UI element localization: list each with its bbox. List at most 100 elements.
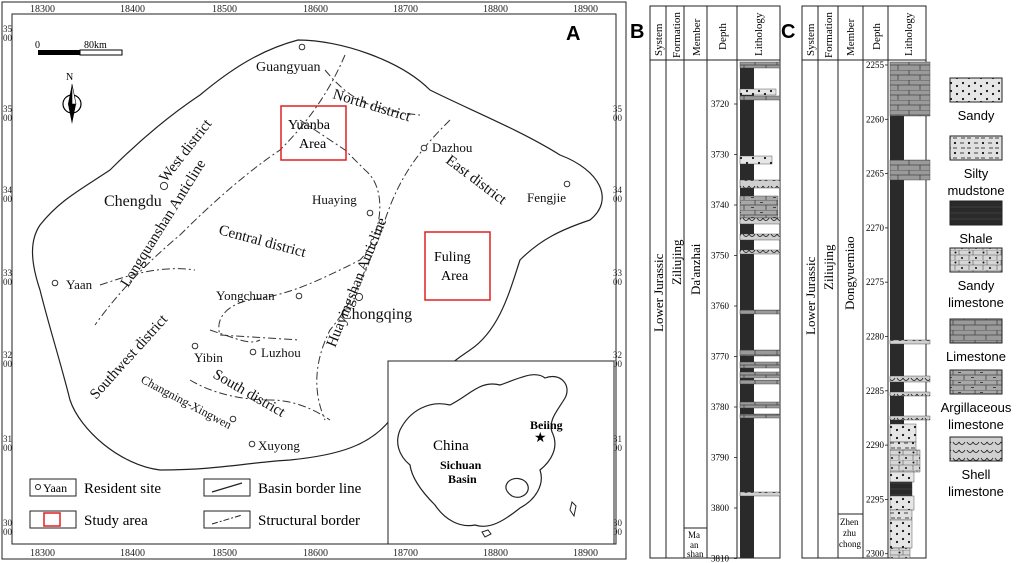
lithology-bed — [739, 217, 781, 225]
svg-text:Beiing: Beiing — [530, 418, 563, 432]
legend-yaan: Yaan — [43, 481, 67, 495]
lithology-bed — [889, 375, 931, 383]
legend-label: Sandy — [958, 108, 995, 123]
lithology-bed — [739, 61, 781, 69]
svg-text:Dongyuemiao: Dongyuemiao — [842, 236, 857, 310]
svg-text:Formation: Formation — [671, 12, 683, 58]
legend-label: Argillaceous — [941, 400, 1012, 415]
lithology-bed — [889, 481, 913, 497]
svg-text:China: China — [433, 438, 469, 454]
svg-text:Member: Member — [691, 18, 703, 56]
city-label: Huaying — [312, 192, 357, 207]
depth-tick-label: 2300 — [866, 549, 885, 559]
y-tick-label: 33 — [613, 268, 623, 278]
depth-tick-label: 2280 — [866, 332, 885, 342]
depth-tick-label: 2290 — [866, 440, 885, 450]
y-tick-label: 00 — [3, 277, 13, 287]
city-label: Guangyuan — [256, 60, 321, 75]
depth-tick-label: 2275 — [866, 277, 885, 287]
depth-tick-label: 3750 — [711, 251, 730, 261]
x-tick-label: 18800 — [483, 548, 508, 559]
y-tick-label: 35 — [613, 104, 623, 114]
svg-text:Member: Member — [845, 18, 857, 56]
x-tick-label: 18500 — [212, 548, 237, 559]
y-tick-label: 00 — [613, 527, 623, 537]
y-tick-label: 35 — [3, 24, 13, 34]
svg-text:N: N — [66, 72, 73, 83]
y-tick-label: 00 — [3, 359, 13, 369]
panel-b-column: B System Formation Member Depth Litholog… — [630, 5, 781, 563]
city-label: Yibin — [194, 350, 223, 365]
svg-text:Ma: Ma — [688, 530, 700, 540]
lithology-bed — [889, 159, 931, 181]
lithology-bed — [739, 233, 781, 241]
study-area-yuanba: Yuanba Area — [280, 105, 347, 161]
y-tick-label: 34 — [613, 185, 623, 195]
lithology-bed — [889, 495, 915, 511]
depth-tick-label: 3810 — [711, 554, 730, 563]
city-label: Luzhou — [261, 345, 301, 360]
legend-label: Silty — [964, 166, 989, 181]
svg-text:chong: chong — [839, 539, 861, 549]
lithology-bed — [889, 61, 931, 117]
map-legend: Yaan Resident site Study area Basin bord… — [29, 478, 362, 529]
svg-text:Basin: Basin — [448, 472, 477, 486]
svg-text:zhu: zhu — [843, 528, 856, 538]
svg-text:System: System — [805, 23, 817, 56]
city-label: Yaan — [66, 277, 93, 292]
depth-tick-label: 3790 — [711, 453, 730, 463]
y-tick-label: 33 — [3, 268, 13, 278]
lithology-bed — [739, 349, 781, 357]
depth-tick-label: 2270 — [866, 223, 885, 233]
legend-label: limestone — [948, 417, 1004, 432]
legend-label: limestone — [948, 295, 1004, 310]
legend-label: Sandy — [958, 278, 995, 293]
legend-swatch — [949, 247, 1003, 273]
x-tick-label: 18300 — [30, 548, 55, 559]
svg-text:Ziliujing: Ziliujing — [821, 244, 836, 290]
y-tick-label: 00 — [613, 359, 623, 369]
inset-china-map: ★ China Beiing Sichuan Basin — [387, 360, 615, 545]
legend-label: Shale — [959, 231, 992, 246]
city-marker — [249, 348, 257, 356]
y-tick-label: 00 — [613, 443, 623, 453]
svg-text:Da'anzhai: Da'anzhai — [688, 243, 703, 295]
depth-tick-label: 2265 — [866, 169, 885, 179]
lithology-bed — [889, 423, 917, 443]
svg-text:shan: shan — [687, 549, 704, 559]
legend-resident: Resident site — [84, 481, 161, 497]
legend-swatch — [949, 135, 1003, 161]
lithology-bed — [739, 371, 781, 379]
north-arrow-icon: N — [62, 72, 82, 124]
depth-tick-label: 2260 — [866, 114, 885, 124]
y-tick-label: 00 — [3, 113, 13, 123]
city-marker — [191, 342, 199, 350]
depth-tick-label: 3780 — [711, 402, 730, 412]
depth-tick-label: 3720 — [711, 99, 730, 109]
y-tick-label: 34 — [3, 185, 13, 195]
x-tick-label: 18600 — [303, 548, 328, 559]
city-marker — [51, 279, 59, 287]
city-marker — [563, 180, 571, 188]
x-tick-label: 18900 — [573, 548, 598, 559]
y-tick-label: 00 — [3, 194, 13, 204]
lithology-bed — [739, 95, 781, 101]
depth-tick-label: 2255 — [866, 60, 885, 70]
legend-label: Limestone — [946, 349, 1006, 364]
lithology-bed — [739, 195, 779, 219]
city-marker — [354, 292, 364, 302]
legend-label: mudstone — [947, 183, 1004, 198]
x-tick-label: 18700 — [393, 548, 418, 559]
svg-text:Lower Jurassic: Lower Jurassic — [803, 256, 818, 335]
structural-borders — [94, 54, 451, 421]
depth-tick-label: 3730 — [711, 150, 730, 160]
scale-start: 0 — [35, 40, 40, 51]
depth-tick-label: 3800 — [711, 503, 730, 513]
x-tick-label: 18900 — [573, 4, 598, 15]
lithology-bed — [739, 155, 773, 165]
lithology-bed — [739, 361, 781, 369]
y-tick-label: 30 — [3, 518, 13, 528]
panel-a-map: 18300 18400 18500 18600 18700 18800 1890… — [1, 1, 627, 560]
legend-label: Shell — [962, 467, 991, 482]
city-label: Yongchuan — [216, 288, 275, 303]
